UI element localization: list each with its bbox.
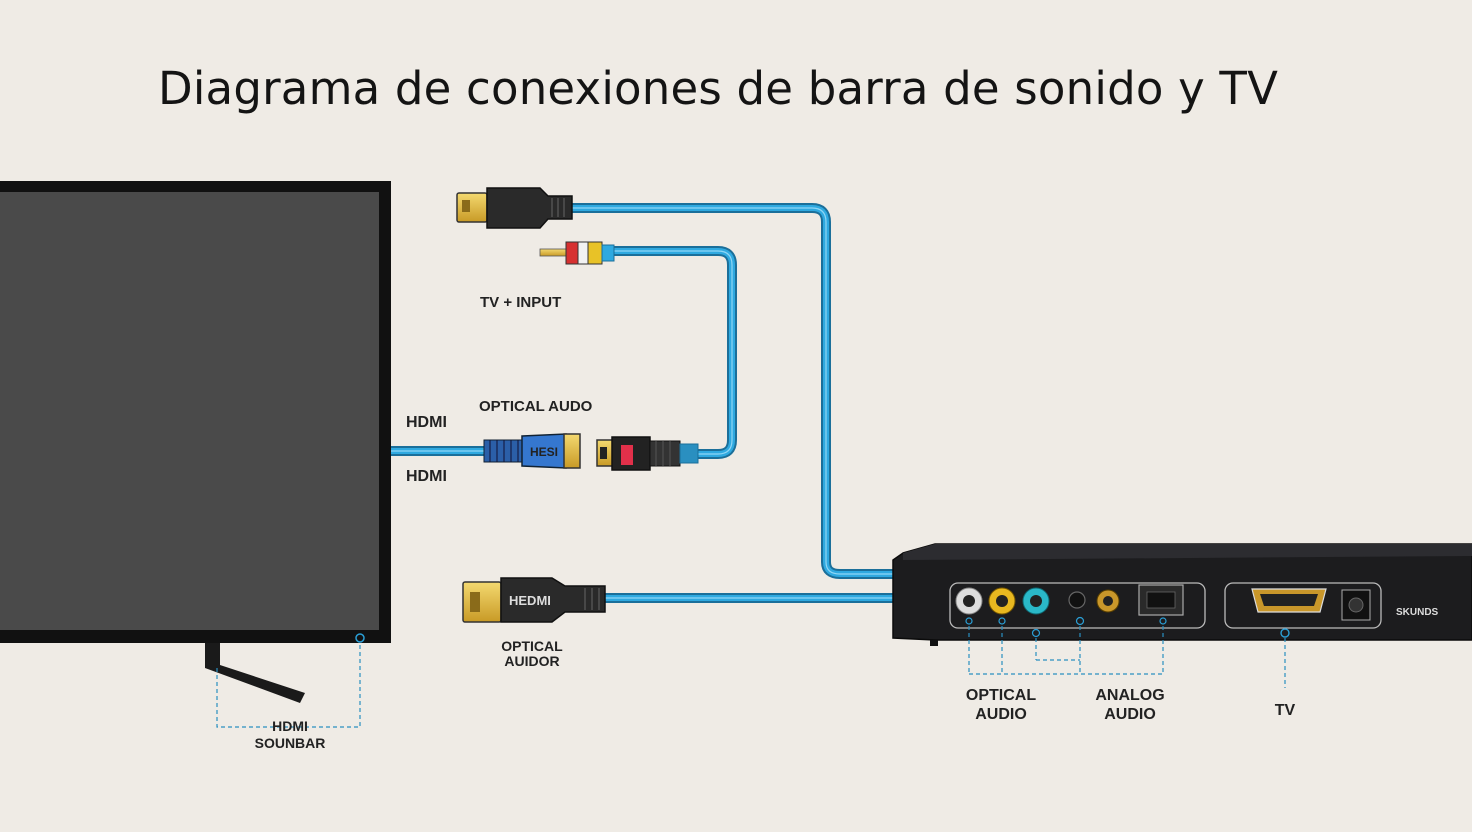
optical-plug bbox=[596, 436, 699, 471]
label-analog-audio-1: ANALOG bbox=[1095, 687, 1164, 704]
soundbar-leader-lines bbox=[968, 626, 1286, 688]
tv-set bbox=[0, 181, 391, 703]
label-analog-audio-2: AUDIO bbox=[1104, 706, 1156, 723]
tv-screen bbox=[0, 192, 379, 630]
rca-plug bbox=[539, 241, 615, 265]
label-tv: TV bbox=[1275, 702, 1296, 719]
jack-port bbox=[1068, 591, 1086, 609]
label-optical-audo: OPTICAL AUDO bbox=[479, 398, 593, 415]
label-optical-auidor-1: OPTICAL bbox=[501, 638, 563, 654]
hdmi-plug-blue: HESI bbox=[483, 433, 581, 469]
label-hdmi-soundbar-1: HDMI bbox=[272, 718, 308, 734]
tv-leader-lines bbox=[216, 642, 361, 728]
label-hdmi-upper: HDMI bbox=[406, 414, 447, 431]
soundbar-device: SKUNDS bbox=[892, 543, 1472, 646]
tv-port-marker bbox=[355, 633, 365, 643]
plug-hdmi-blue-label: HESI bbox=[530, 445, 558, 459]
label-optical-auidor-2: AUIDOR bbox=[504, 653, 559, 669]
label-tv-input: TV + INPUT bbox=[480, 294, 561, 311]
plug-hdmi-bottom-label: HEDMI bbox=[509, 593, 551, 608]
hdmi-plug-top bbox=[456, 187, 573, 229]
diagram-labels: TV + INPUT OPTICAL AUDO HDMI HDMI OPTICA… bbox=[255, 294, 1296, 751]
audio-port-panel bbox=[949, 582, 1206, 629]
hdmi-port-panel bbox=[1224, 582, 1382, 629]
cable-rca bbox=[607, 246, 737, 459]
label-optical-audio-1: OPTICAL bbox=[966, 687, 1036, 704]
label-hdmi-lower: HDMI bbox=[406, 468, 447, 485]
label-hdmi-soundbar-2: SOUNBAR bbox=[255, 735, 326, 751]
page-title: Diagrama de conexiones de barra de sonid… bbox=[158, 62, 1279, 115]
label-optical-audio-2: AUDIO bbox=[975, 706, 1027, 723]
cable-top-hdmi bbox=[565, 203, 898, 579]
device-brand: SKUNDS bbox=[1396, 607, 1439, 618]
tv-stand bbox=[205, 643, 305, 703]
hdmi-plug-bottom: HEDMI bbox=[462, 577, 606, 623]
